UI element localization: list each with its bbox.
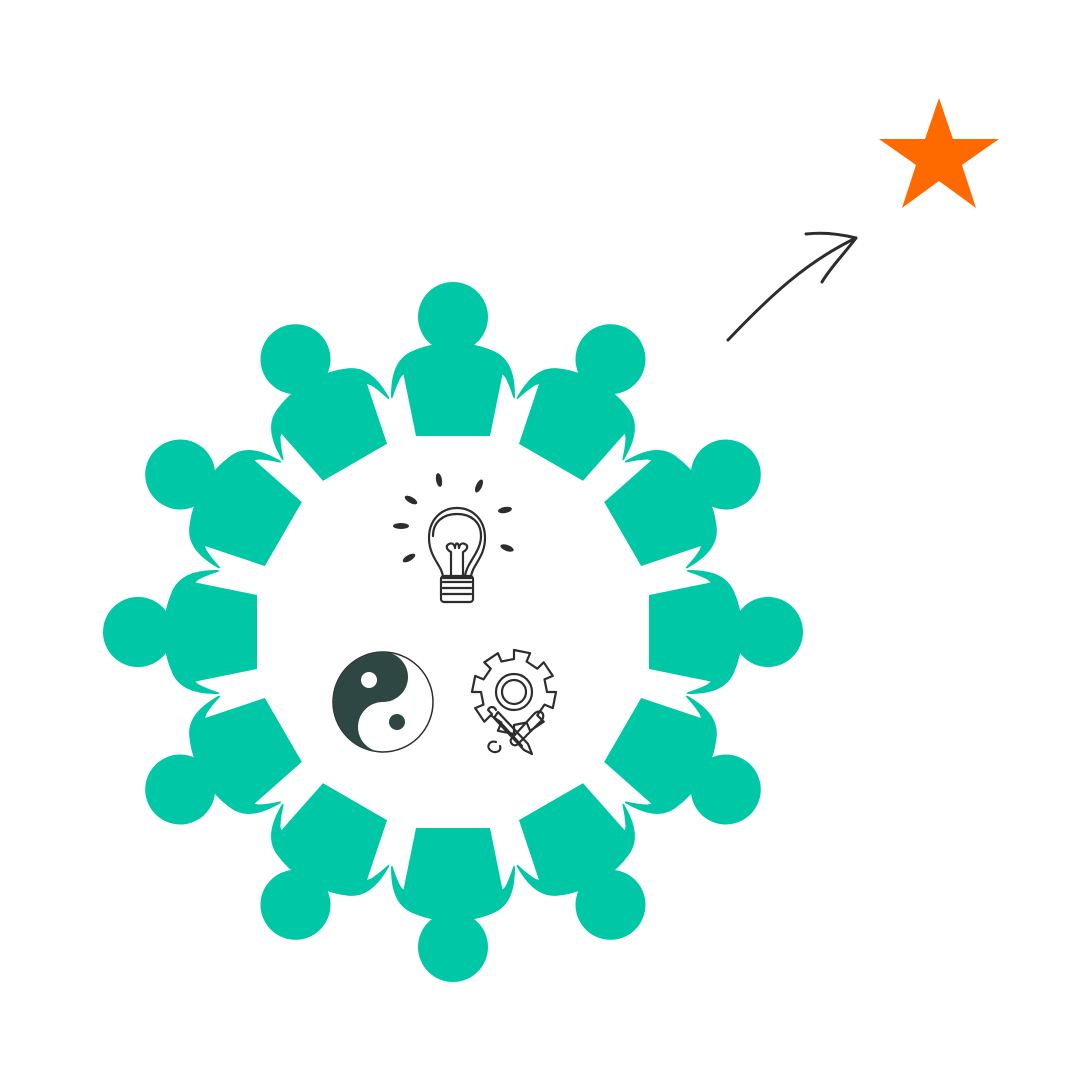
people-circle [103, 282, 803, 982]
person-figure [391, 828, 515, 982]
gear-tools-icon [470, 648, 558, 756]
yin-yang-icon [332, 651, 434, 753]
person-figure [391, 282, 515, 436]
arrow-icon [726, 231, 858, 342]
lightbulb-icon [393, 473, 514, 604]
star-icon [879, 98, 999, 208]
person-figure [649, 570, 803, 694]
person-figure [103, 570, 257, 694]
